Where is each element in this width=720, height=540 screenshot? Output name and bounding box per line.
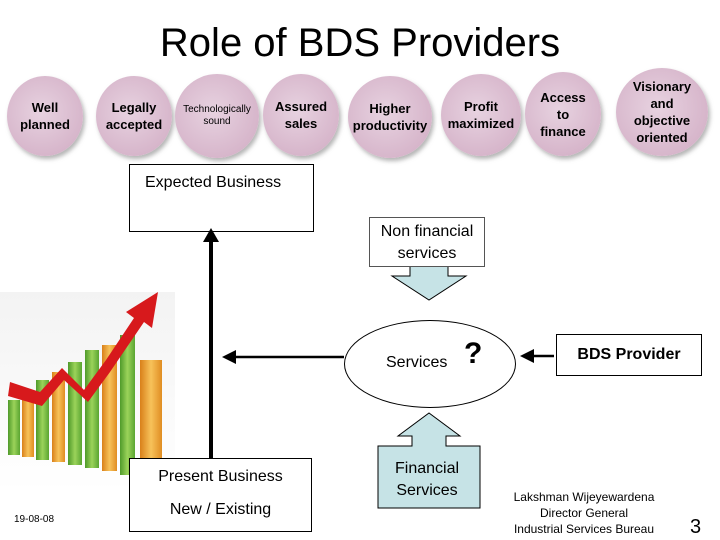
new-existing-label: New / Existing xyxy=(169,501,272,518)
circle-legally-accepted: Legally accepted xyxy=(96,76,172,156)
circle-label: Legally accepted xyxy=(105,100,163,132)
financial-up-arrow xyxy=(377,412,481,509)
expected-business-label: Expected Business xyxy=(145,174,282,191)
slide-date: 19-08-08 xyxy=(14,514,55,525)
circle-label: Visionary and objective oriented xyxy=(632,79,692,145)
provider-to-services-arrow xyxy=(520,349,554,363)
question-mark: ? xyxy=(464,337,483,370)
author-name: Lakshman Wijeyewardena xyxy=(513,490,655,504)
circle-label: Profit maximized xyxy=(447,99,515,131)
circle-label: Higher productivity xyxy=(352,101,428,133)
services-ellipse xyxy=(344,320,516,408)
circle-label: Well planned xyxy=(20,100,70,132)
circle-access-to-finance: Access to finance xyxy=(525,72,601,156)
page-number: 3 xyxy=(690,516,702,538)
bds-provider-box: BDS Provider xyxy=(556,334,702,376)
author-role: Director General xyxy=(539,506,629,520)
slide-title: Role of BDS Providers xyxy=(159,21,561,65)
circle-profit-maximized: Profit maximized xyxy=(441,74,521,156)
circle-assured-sales: Assured sales xyxy=(263,74,339,156)
present-business-box: Present Business New / Existing xyxy=(129,458,312,532)
financial-services-label: Financial Services xyxy=(394,460,460,499)
non-financial-services-box: Non financial services xyxy=(369,217,485,267)
services-to-business-arrow xyxy=(222,350,344,364)
circle-label: Assured sales xyxy=(274,99,328,131)
growth-arrow xyxy=(203,228,219,458)
author-org: Industrial Services Bureau xyxy=(513,522,655,536)
present-business-label: Present Business xyxy=(158,468,283,485)
author-block: Lakshman Wijeyewardena Director General … xyxy=(494,489,674,537)
circle-label: Access to finance xyxy=(540,89,586,139)
expected-business-box: Expected Business xyxy=(129,164,314,232)
non-financial-down-arrow xyxy=(390,265,468,301)
circle-label: Technologically sound xyxy=(183,104,251,127)
circle-technologically-sound: Technologically sound xyxy=(175,74,259,158)
circle-higher-productivity: Higher productivity xyxy=(348,76,432,158)
services-label: Services xyxy=(386,354,448,371)
circle-well-planned: Well planned xyxy=(7,76,83,156)
circle-visionary-objective: Visionary and objective oriented xyxy=(616,68,708,156)
